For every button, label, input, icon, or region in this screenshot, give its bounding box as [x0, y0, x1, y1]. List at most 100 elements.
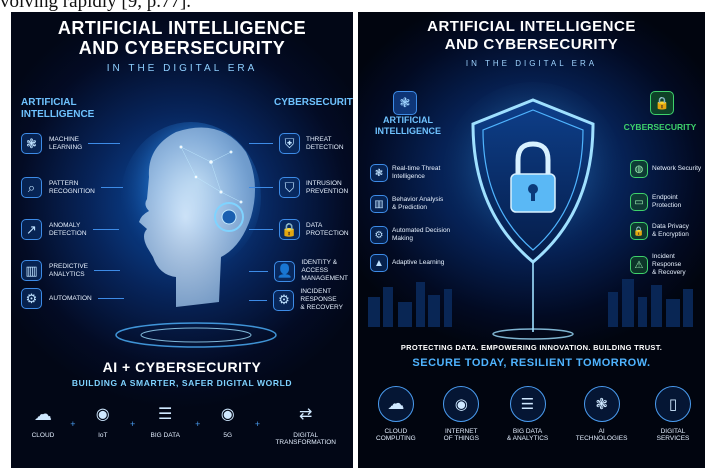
brain-icon: ❃ — [21, 133, 42, 154]
left-subtitle: IN THE DIGITAL ERA — [106, 63, 258, 74]
brain-icon: ❃ — [370, 164, 388, 182]
right-title-line2: AND CYBERSECURITY — [444, 36, 619, 53]
left-ai-item-label: PATTERN RECOGNITION — [49, 179, 95, 195]
connector-line — [97, 298, 124, 299]
plus-separator: + — [254, 419, 261, 429]
right-ai-item-adaptive-learning: ▲ Adaptive Learning — [370, 254, 444, 272]
connector-line — [94, 270, 121, 271]
alert-icon: ⚠ — [630, 256, 648, 274]
left-bottom-item: ☰ BIG DATA — [151, 402, 180, 446]
brain-icon: ❃ — [583, 386, 620, 422]
left-cyber-heading: CYBERSECURITY — [274, 97, 353, 108]
lock-icon: 🔒 — [279, 219, 300, 240]
right-ai-item-label: Automated Decision Making — [392, 227, 451, 242]
right-bottom-item: ◉ INTERNET OF THINGS — [443, 386, 480, 442]
connector-line — [249, 143, 273, 144]
left-bottom-label: 5G — [223, 432, 232, 439]
right-cyber-item-label: Incident Response & Recovery — [652, 253, 686, 276]
cloud-icon: ☁ — [34, 403, 52, 424]
left-ai-item-label: AUTOMATION — [49, 294, 92, 302]
ai-head-illustration — [115, 122, 277, 348]
plus-separator: + — [130, 419, 136, 429]
connector-line — [92, 229, 119, 230]
magnifier-icon: ⌕ — [21, 177, 42, 198]
shield-lock-illustration — [443, 82, 623, 340]
bar-chart-icon: ▥ — [21, 260, 42, 281]
left-ai-heading: ARTIFICIAL INTELLIGENCE — [21, 97, 95, 120]
left-cyber-item-threat-detection: ⛨ THREAT DETECTION — [249, 133, 344, 154]
gear-shield-icon: ⚙ — [273, 289, 295, 311]
left-cyber-item-identity-access: 👤 IDENTITY & ACCESS MANAGEMENT — [249, 259, 353, 283]
left-infographic: ARTIFICIAL INTELLIGENCE AND CYBERSECURIT… — [11, 12, 353, 468]
right-ai-item-label: Behavior Analysis & Prediction — [392, 196, 444, 211]
left-bottom-item: ◉ 5G — [216, 402, 240, 446]
globe-icon: ◍ — [630, 160, 648, 178]
right-ai-item-label: Real-time Threat Intelligence — [392, 165, 441, 180]
left-cyber-item-intrusion-prevention: ⛉ INTRUSION PREVENTION — [249, 177, 348, 198]
right-cyber-heading: CYBERSECURITY — [623, 122, 697, 132]
chart-icon: ▥ — [370, 195, 388, 213]
connector-line — [88, 143, 121, 144]
connector-line — [249, 299, 268, 301]
left-bottom-label: DIGITAL TRANSFORMATION — [275, 432, 336, 446]
right-bottom-item: ▯ DIGITAL SERVICES — [655, 386, 691, 442]
right-subtitle: IN THE DIGITAL ERA — [465, 59, 598, 68]
gear-icon: ⚙ — [21, 288, 42, 309]
right-bottom-label: INTERNET OF THINGS — [443, 428, 479, 442]
left-cyber-item-incident-response: ⚙ INCIDENT RESPONSE & RECOVERY — [249, 288, 353, 312]
left-ai-item-predictive-analytics: ▥ PREDICTIVE ANALYTICS — [21, 260, 121, 281]
plus-separator: + — [195, 419, 201, 429]
connector-line — [249, 270, 269, 272]
user-icon: 👤 — [274, 260, 296, 282]
left-bottom-label: IoT — [98, 432, 108, 439]
left-cyber-item-label: INCIDENT RESPONSE & RECOVERY — [300, 288, 343, 311]
left-bottom-item: ◉ IoT — [91, 402, 115, 446]
database-icon: ☰ — [158, 406, 173, 423]
right-cyber-item-label: Data Privacy & Encryption — [652, 223, 689, 238]
right-title-line1: ARTIFICIAL INTELLIGENCE — [427, 18, 636, 35]
right-ai-item-threat-intel: ❃ Real-time Threat Intelligence — [370, 164, 440, 182]
left-ai-item-pattern-recognition: ⌕ PATTERN RECOGNITION — [21, 177, 123, 198]
left-bottom-item: ⇄ DIGITAL TRANSFORMATION — [275, 402, 336, 446]
shield-icon: ⛉ — [279, 177, 300, 198]
connector-line — [100, 187, 123, 188]
left-bottom-icons: ☁ CLOUD + ◉ IoT + ☰ BIG DATA + ◉ 5G + ⇄ … — [31, 402, 336, 447]
right-bottom-label: BIG DATA & ANALYTICS — [506, 428, 549, 442]
left-tagline-sub: BUILDING A SMARTER, SAFER DIGITAL WORLD — [71, 378, 293, 388]
line-chart-icon: ↗ — [21, 219, 42, 240]
left-ai-item-label: ANOMALY DETECTION — [49, 221, 87, 237]
connector-line — [249, 229, 273, 230]
left-bottom-label: CLOUD — [31, 432, 55, 439]
left-cyber-item-label: IDENTITY & ACCESS MANAGEMENT — [301, 259, 348, 282]
right-bottom-label: DIGITAL SERVICES — [656, 428, 690, 442]
cropped-body-text: volving rapidly [9, p.77]. — [0, 0, 192, 12]
graduation-cap-icon: ▲ — [370, 254, 388, 272]
right-tagline2: SECURE TODAY, RESILIENT TOMORROW. — [412, 357, 651, 369]
right-cyber-item-endpoint-protection: ▭ Endpoint Protection — [630, 193, 705, 211]
left-ai-item-anomaly-detection: ↗ ANOMALY DETECTION — [21, 219, 119, 240]
right-ai-item-automated-decision: ⚙ Automated Decision Making — [370, 226, 450, 244]
right-ai-heading: ARTIFICIAL INTELLIGENCE — [374, 115, 441, 136]
right-bottom-item: ☰ BIG DATA & ANALYTICS — [507, 386, 548, 442]
right-tagline: PROTECTING DATA. EMPOWERING INNOVATION. … — [400, 343, 663, 352]
transform-icon: ⇄ — [299, 406, 313, 423]
city-skyline — [368, 279, 693, 327]
right-ai-item-label: Adaptive Learning — [392, 259, 445, 266]
wifi-icon: ◉ — [443, 386, 480, 422]
right-bottom-item: ❃ AI TECHNOLOGIES — [576, 386, 627, 442]
connector-line — [249, 187, 273, 188]
right-cyber-lock-icon: 🔒 — [650, 91, 674, 115]
left-title-line2: AND CYBERSECURITY — [78, 38, 286, 58]
right-cyber-item-label: Endpoint Protection — [652, 194, 682, 209]
left-ai-item-machine-learning: ❃ MACHINE LEARNING — [21, 133, 121, 154]
signal-icon: ◉ — [220, 406, 235, 423]
right-ai-item-behavior-analysis: ▥ Behavior Analysis & Prediction — [370, 195, 443, 213]
right-cyber-item-data-privacy: 🔒 Data Privacy & Encryption — [630, 222, 689, 240]
cloud-icon: ☁ — [377, 386, 414, 422]
wifi-icon: ◉ — [95, 406, 110, 423]
plus-separator: + — [70, 419, 76, 429]
right-bottom-label: CLOUD COMPUTING — [376, 428, 416, 442]
monitor-icon: ▭ — [630, 193, 648, 211]
left-bottom-item: ☁ CLOUD — [31, 402, 55, 446]
left-cyber-item-label: THREAT DETECTION — [306, 135, 344, 151]
